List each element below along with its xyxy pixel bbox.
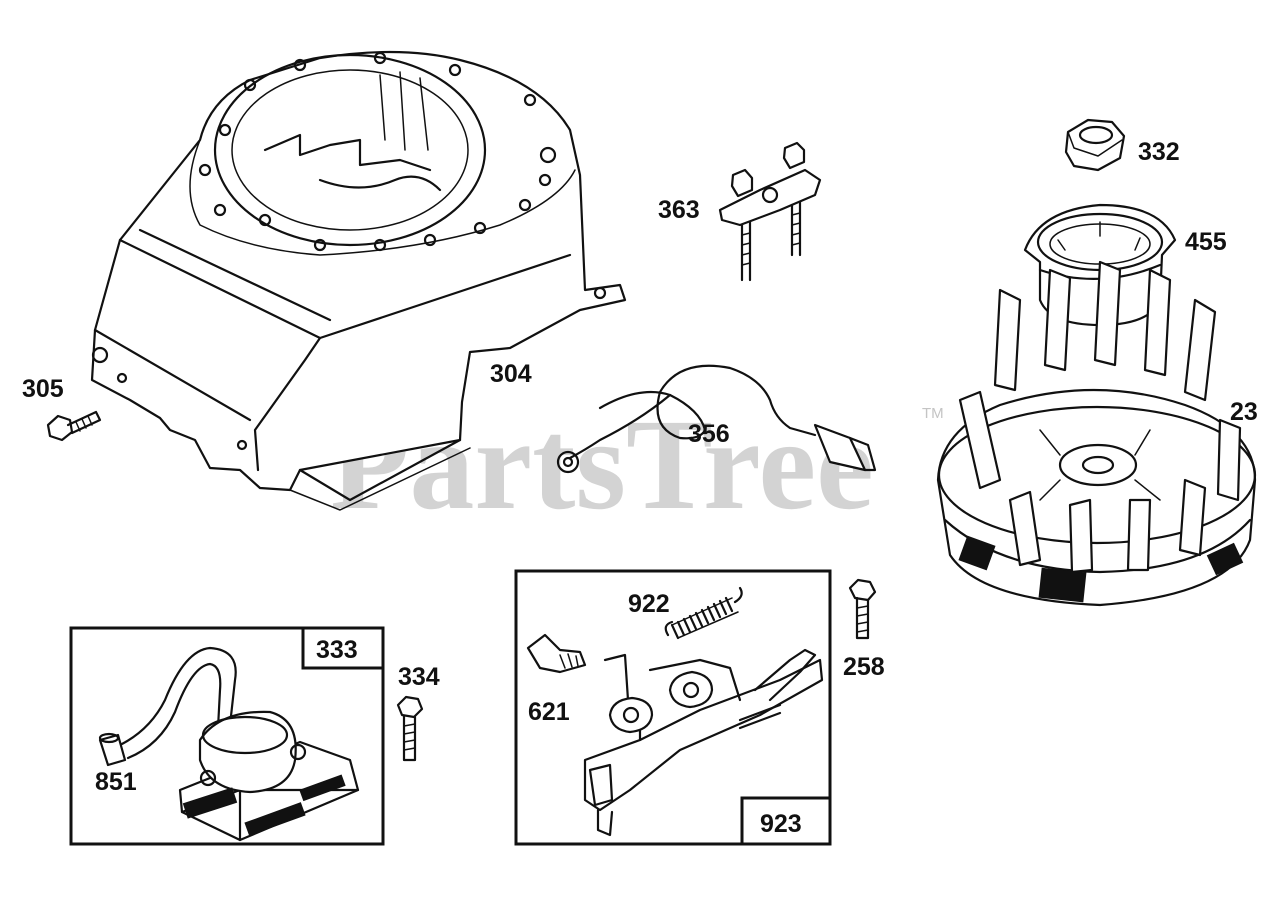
part-923-governor-control[interactable] <box>583 648 824 837</box>
callout-356: 356 <box>688 420 730 448</box>
callout-923: 923 <box>760 810 802 838</box>
callout-621: 621 <box>528 698 570 726</box>
part-258-bolt[interactable] <box>848 578 877 640</box>
callout-333: 333 <box>316 636 358 664</box>
part-621-clip[interactable] <box>526 633 587 674</box>
box-333-label-frame <box>301 626 385 670</box>
part-305-bolt[interactable] <box>46 410 102 442</box>
part-356-ground-wire[interactable] <box>556 364 877 474</box>
callout-851: 851 <box>95 768 137 796</box>
callout-363: 363 <box>658 196 700 224</box>
part-23-flywheel[interactable] <box>936 260 1257 607</box>
callout-305: 305 <box>22 375 64 403</box>
callout-258: 258 <box>843 653 885 681</box>
part-304-blower-housing[interactable] <box>90 50 627 511</box>
callout-304: 304 <box>490 360 532 388</box>
box-333 <box>69 626 385 846</box>
part-334-bolt[interactable] <box>396 695 424 762</box>
callout-334: 334 <box>398 663 440 691</box>
part-922-spring[interactable] <box>664 586 743 640</box>
watermark-trademark: TM <box>922 405 944 422</box>
part-851-terminal[interactable] <box>98 732 127 767</box>
part-363-bracket[interactable] <box>718 141 822 282</box>
box-923 <box>514 569 832 846</box>
callout-332: 332 <box>1138 138 1180 166</box>
box-923-label-frame <box>740 796 832 846</box>
callout-455: 455 <box>1185 228 1227 256</box>
part-332-nut[interactable] <box>1064 118 1126 172</box>
part-333-ignition-armature[interactable] <box>118 646 360 842</box>
callout-23: 23 <box>1230 398 1258 426</box>
callout-922: 922 <box>628 590 670 618</box>
